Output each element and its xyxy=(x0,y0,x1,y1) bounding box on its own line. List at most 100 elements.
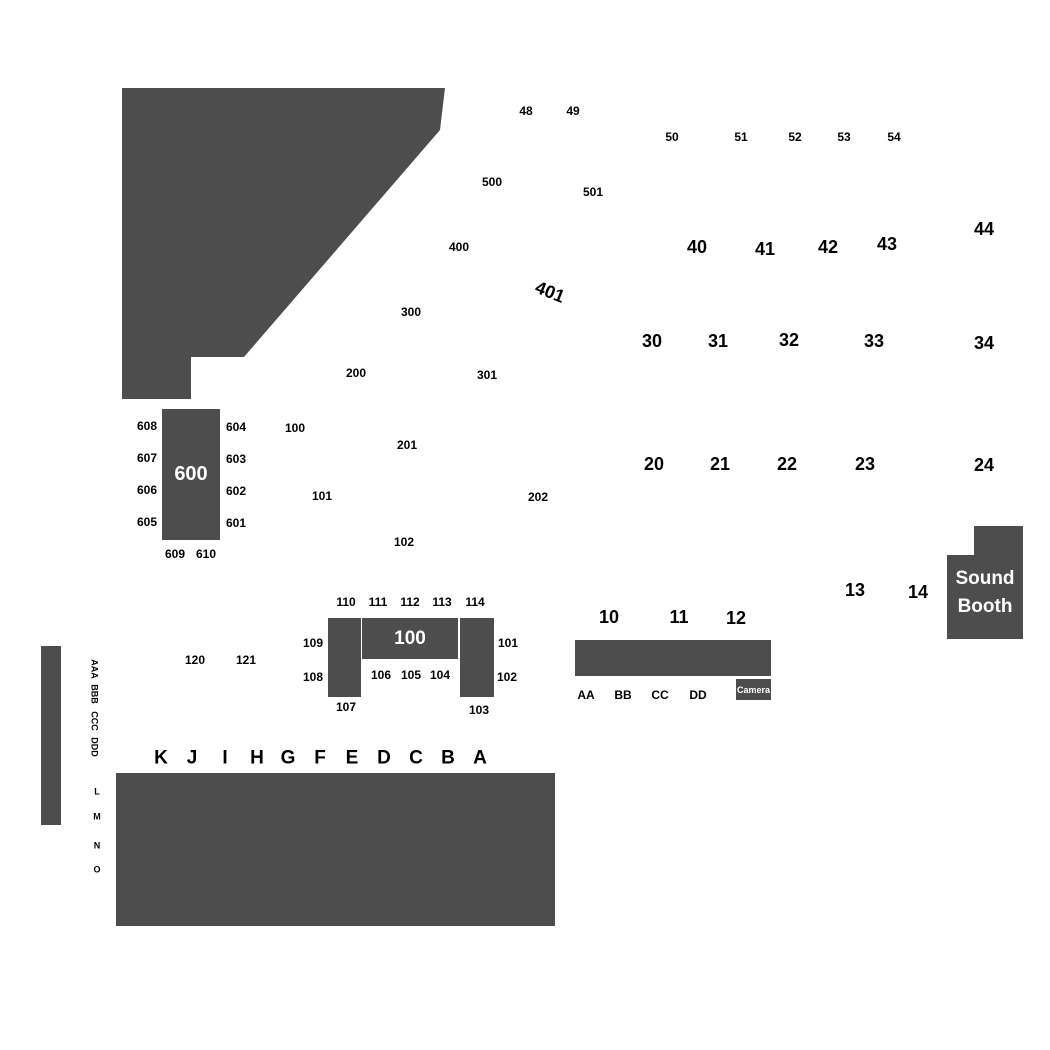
section-200[interactable]: 200 xyxy=(345,366,367,380)
section-34[interactable]: 34 xyxy=(973,333,995,353)
sound-booth[interactable] xyxy=(947,526,1023,639)
section-10[interactable]: 10 xyxy=(598,607,620,627)
section-AA[interactable]: AA xyxy=(577,688,595,702)
section-42[interactable]: 42 xyxy=(817,237,839,257)
block-100-right-wing[interactable] xyxy=(460,618,494,697)
table-111[interactable]: 111 xyxy=(368,595,388,609)
section-54[interactable]: 54 xyxy=(887,130,901,144)
section-100[interactable]: 100 xyxy=(284,421,306,435)
section-602[interactable]: 602 xyxy=(225,484,247,498)
section-604[interactable]: 604 xyxy=(225,420,247,434)
section-609[interactable]: 609 xyxy=(164,547,186,561)
section-500[interactable]: 500 xyxy=(481,175,503,189)
table-109[interactable]: 109 xyxy=(302,636,324,650)
row-DDD[interactable]: DDD xyxy=(89,737,100,757)
section-301[interactable]: 301 xyxy=(476,368,498,382)
row-O[interactable]: O xyxy=(93,864,101,875)
table-108[interactable]: 108 xyxy=(302,670,324,684)
section-400[interactable]: 400 xyxy=(448,240,470,254)
section-24[interactable]: 24 xyxy=(973,455,995,475)
row-letter-D[interactable]: D xyxy=(377,747,391,769)
section-51[interactable]: 51 xyxy=(734,130,748,144)
row-letter-H[interactable]: H xyxy=(250,747,264,769)
section-501[interactable]: 501 xyxy=(582,185,604,199)
section-48[interactable]: 48 xyxy=(519,104,533,118)
row-N[interactable]: N xyxy=(93,840,101,851)
left-vertical-bar xyxy=(41,646,61,825)
section-11[interactable]: 11 xyxy=(669,607,689,627)
section-32[interactable]: 32 xyxy=(778,330,800,350)
camera-label: Camera xyxy=(736,684,771,695)
table-105[interactable]: 105 xyxy=(400,668,422,682)
section-608[interactable]: 608 xyxy=(136,419,158,433)
section-605[interactable]: 605 xyxy=(136,515,158,529)
block-100-label: 100 xyxy=(394,627,426,649)
block-100-center[interactable] xyxy=(362,618,458,659)
section-BB[interactable]: BB xyxy=(614,688,632,702)
section-606[interactable]: 606 xyxy=(136,483,158,497)
section-20[interactable]: 20 xyxy=(643,454,665,474)
section-202[interactable]: 202 xyxy=(527,490,549,504)
row-M[interactable]: M xyxy=(93,811,101,822)
row-letter-B[interactable]: B xyxy=(441,747,455,769)
section-52[interactable]: 52 xyxy=(788,130,802,144)
block-100-left-wing[interactable] xyxy=(328,618,361,697)
row-letter-G[interactable]: G xyxy=(280,747,296,769)
section-30[interactable]: 30 xyxy=(641,331,663,351)
section-21[interactable]: 21 xyxy=(709,454,731,474)
section-607[interactable]: 607 xyxy=(136,451,158,465)
table-114[interactable]: 114 xyxy=(465,595,485,609)
row-letter-E[interactable]: E xyxy=(345,747,359,769)
row-BBB[interactable]: BBB xyxy=(89,684,100,704)
table-112[interactable]: 112 xyxy=(400,595,420,609)
row-letter-C[interactable]: C xyxy=(409,747,423,769)
section-120[interactable]: 120 xyxy=(184,653,206,667)
section-300[interactable]: 300 xyxy=(400,305,422,319)
section-49[interactable]: 49 xyxy=(566,104,580,118)
table-106[interactable]: 106 xyxy=(370,668,392,682)
table-101[interactable]: 101 xyxy=(497,636,519,650)
table-103[interactable]: 103 xyxy=(468,703,490,717)
section-50[interactable]: 50 xyxy=(665,130,679,144)
row-CCC[interactable]: CCC xyxy=(89,711,100,731)
section-41[interactable]: 41 xyxy=(754,239,776,259)
section-601[interactable]: 601 xyxy=(225,516,247,530)
section-31[interactable]: 31 xyxy=(707,331,729,351)
row-L[interactable]: L xyxy=(94,786,100,797)
row-AAA[interactable]: AAA xyxy=(89,659,100,679)
section-53[interactable]: 53 xyxy=(837,130,851,144)
section-603[interactable]: 603 xyxy=(225,452,247,466)
section-CC[interactable]: CC xyxy=(651,688,669,702)
section-102[interactable]: 102 xyxy=(393,535,415,549)
section-33[interactable]: 33 xyxy=(863,331,885,351)
section-121[interactable]: 121 xyxy=(235,653,257,667)
table-104[interactable]: 104 xyxy=(429,668,451,682)
section-101[interactable]: 101 xyxy=(311,489,333,503)
section-610[interactable]: 610 xyxy=(195,547,217,561)
lower-floor-block[interactable] xyxy=(116,773,555,926)
table-102[interactable]: 102 xyxy=(496,670,518,684)
section-40[interactable]: 40 xyxy=(686,237,708,257)
camera-platform[interactable] xyxy=(736,679,771,700)
section-14[interactable]: 14 xyxy=(907,582,929,602)
section-12[interactable]: 12 xyxy=(725,608,747,628)
table-107[interactable]: 107 xyxy=(335,700,357,714)
row-letter-K[interactable]: K xyxy=(154,747,168,769)
row-letter-I[interactable]: I xyxy=(222,747,228,769)
section-13[interactable]: 13 xyxy=(844,580,866,600)
section-44[interactable]: 44 xyxy=(973,219,995,239)
section-DD[interactable]: DD xyxy=(689,688,707,702)
stage-platform[interactable] xyxy=(575,640,771,676)
row-letter-F[interactable]: F xyxy=(314,747,326,769)
section-43[interactable]: 43 xyxy=(876,234,898,254)
row-letter-A[interactable]: A xyxy=(473,747,487,769)
table-113[interactable]: 113 xyxy=(432,595,452,609)
section-22[interactable]: 22 xyxy=(776,454,798,474)
section-201[interactable]: 201 xyxy=(396,438,418,452)
section-23[interactable]: 23 xyxy=(854,454,876,474)
row-letter-J[interactable]: J xyxy=(186,747,198,769)
table-110[interactable]: 110 xyxy=(336,595,356,609)
block-600[interactable] xyxy=(162,409,220,540)
